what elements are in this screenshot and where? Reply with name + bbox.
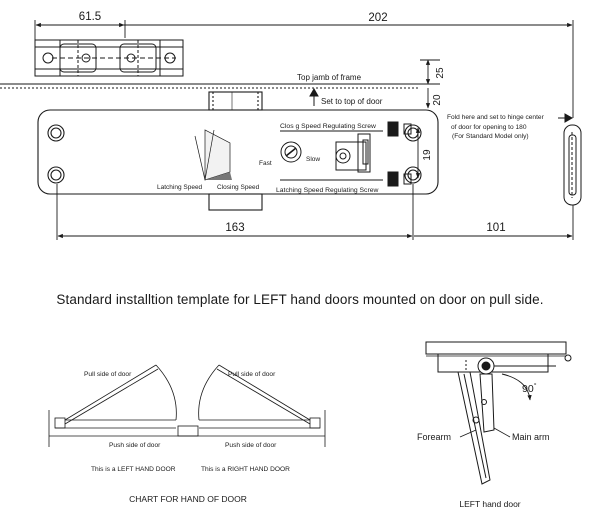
label-fold-2: of door for opening to 180 [451, 124, 527, 131]
label-set-top-door: Set to top of door [321, 97, 383, 106]
label-push-side-left: Push side of door [109, 442, 161, 449]
dimension-right [415, 59, 431, 179]
label-top-jamb: Top jamb of frame [297, 73, 362, 82]
label-right-hand-door: This is a RIGHT HAND DOOR [201, 466, 290, 473]
label-latching-speed: Latching Speed [157, 184, 203, 191]
label-latching-speed-screw: Latching Speed Regulating Screw [276, 187, 378, 194]
up-arrow-icon [309, 87, 319, 106]
template-caption: Standard installtion template for LEFT h… [56, 292, 544, 307]
label-fast: Fast [259, 160, 272, 167]
dim-101: 101 [486, 222, 505, 234]
hand-of-door-chart [48, 364, 326, 447]
speed-diagram-icon [194, 129, 232, 181]
label-push-side-right: Push side of door [225, 442, 277, 449]
forearm-leader [459, 429, 477, 438]
label-left-hand-door: This is a LEFT HAND DOOR [91, 466, 176, 473]
dim-20: 20 [432, 94, 443, 106]
label-slow: Slow [306, 156, 320, 163]
dim-25: 25 [435, 67, 446, 79]
label-pull-side-left: Pull side of door [84, 371, 132, 378]
label-fold-1: Fold here and set to hinge center [447, 114, 545, 121]
dim-19: 19 [422, 149, 433, 161]
main-arm-leader [493, 427, 511, 438]
chart-hand-title: CHART FOR HAND OF DOOR [129, 494, 247, 504]
label-fold-3: (For Standard Model only) [452, 133, 529, 140]
left-hand-arm-diagram [425, 341, 572, 485]
top-jamb-line [0, 59, 440, 89]
hinge [563, 124, 582, 206]
label-pull-side-right: Pull side of door [228, 371, 276, 378]
arm-diagram-title: LEFT hand door [459, 499, 520, 509]
label-main-arm: Main arm [512, 432, 550, 442]
closer-body [37, 91, 439, 211]
right-arrow-icon [558, 113, 574, 123]
dimension-top [34, 20, 574, 118]
dim-61-5: 61.5 [79, 11, 101, 23]
dim-202: 202 [368, 12, 387, 24]
valve-knob-icon [280, 141, 302, 163]
label-forearm: Forearm [417, 432, 451, 442]
label-angle: 90° [522, 382, 537, 395]
regulating-screws [280, 121, 412, 187]
dim-163: 163 [225, 222, 244, 234]
dimension-bottom [56, 184, 574, 240]
arm-bracket [34, 39, 184, 77]
label-closing-speed-screw: Clos g Speed Regulating Screw [280, 123, 376, 130]
label-closing-speed: Closing Speed [217, 184, 260, 191]
